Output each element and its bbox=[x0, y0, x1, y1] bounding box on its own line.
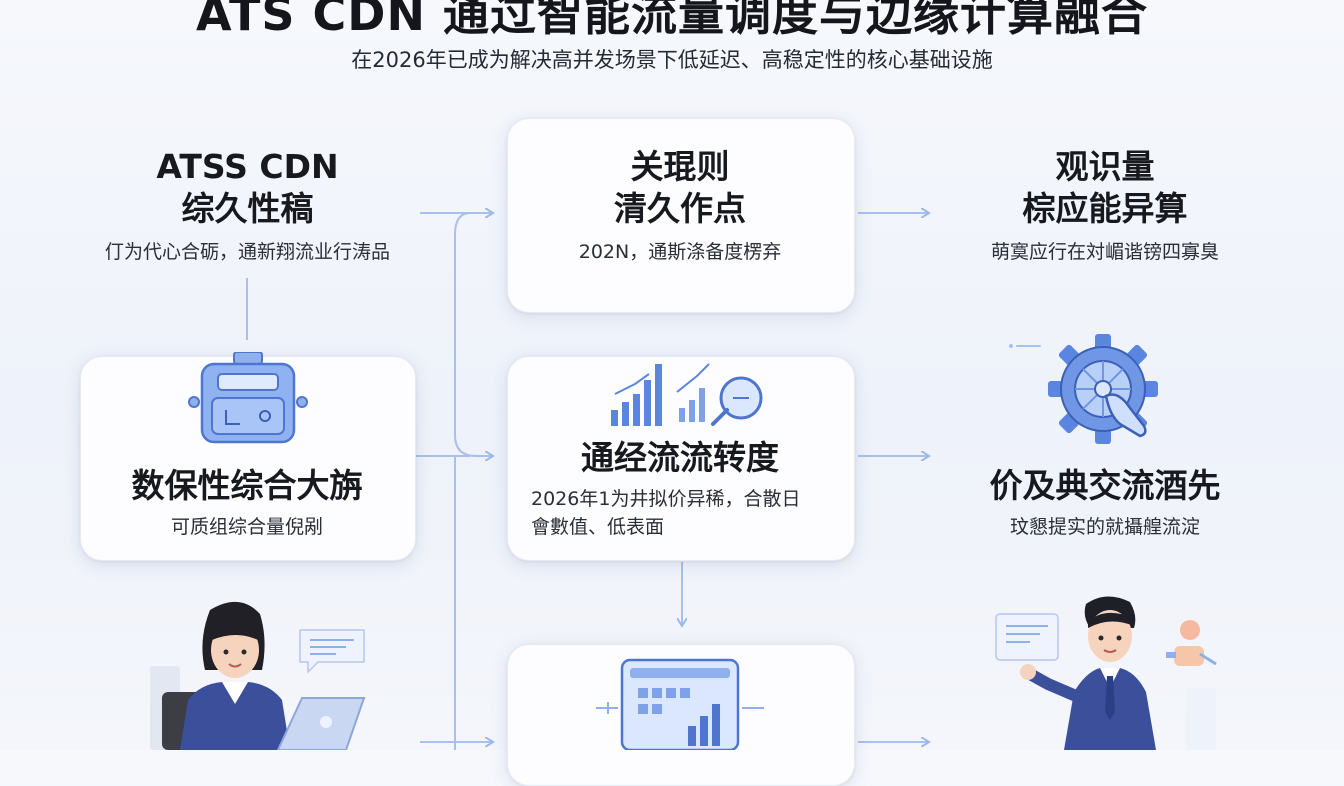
dashboard-icon bbox=[596, 658, 764, 750]
node-title-line: 通经流流转度 bbox=[581, 438, 779, 477]
node-top-left: ATSS CDN 综久性稿 仃为代心合砺，通新翔流业行涛品 bbox=[30, 146, 465, 266]
node-card-middle-center bbox=[507, 356, 855, 561]
robot-icon bbox=[188, 352, 308, 444]
node-title-line: 清久作点 bbox=[614, 189, 746, 228]
node-title-line: 关琨则 bbox=[630, 147, 730, 186]
node-title-line: 棕应能异算 bbox=[1022, 189, 1188, 228]
node-description: 萌寞应行在対嵋谐镑四寡臭 bbox=[990, 241, 1219, 263]
node-top-middle: 关琨则 清久作点 202N，通斯涤备度楞弃 bbox=[507, 146, 853, 266]
node-middle-left: 数保性综合大旃 可质组综合量倪剐 bbox=[80, 465, 414, 541]
man-presenting-illustration bbox=[995, 596, 1217, 750]
node-title-line: 综久性稿 bbox=[181, 189, 314, 228]
node-description: 會數值、低表面 bbox=[531, 516, 665, 538]
node-title-line: 价及典交流酒先 bbox=[989, 466, 1221, 505]
node-description: 202N，通斯涤备度楞弃 bbox=[578, 241, 782, 263]
node-card-top-middle bbox=[507, 118, 855, 313]
bar-chart-search-icon bbox=[611, 363, 763, 426]
gear-hand-icon bbox=[1048, 334, 1158, 444]
page-subtitle: 在2026年已成为解决高并发场景下低延迟、高稳定性的核心基础设施 bbox=[351, 48, 993, 72]
node-title-line: 观识量 bbox=[1055, 147, 1155, 186]
connector-layer bbox=[246, 0, 1041, 750]
chat-bubble-icon bbox=[299, 629, 365, 674]
page-title: ATS CDN 通过智能流量调度与边缘计算融合 bbox=[195, 0, 1148, 41]
woman-laptop-illustration bbox=[150, 601, 366, 750]
node-description: 玟懇提实的就攝艎流淀 bbox=[1009, 516, 1200, 538]
decor-dot bbox=[1009, 344, 1013, 348]
node-middle-right: 价及典交流酒先 玟懇提实的就攝艎流淀 bbox=[920, 465, 1290, 541]
node-description: 仃为代心合砺，通新翔流业行涛品 bbox=[104, 241, 390, 263]
node-title-line: ATSS CDN bbox=[156, 147, 339, 186]
node-top-right: 观识量 棕应能异算 萌寞应行在対嵋谐镑四寡臭 bbox=[920, 146, 1290, 266]
node-description: 可质组综合量倪剐 bbox=[170, 516, 323, 538]
node-title-line: 数保性综合大旃 bbox=[131, 466, 363, 505]
node-description: 2026年1为井拟价异稀，合散日 bbox=[531, 488, 801, 510]
node-middle-center: 通经流流转度 2026年1为井拟价异稀，合散日 會數值、低表面 bbox=[507, 437, 853, 541]
